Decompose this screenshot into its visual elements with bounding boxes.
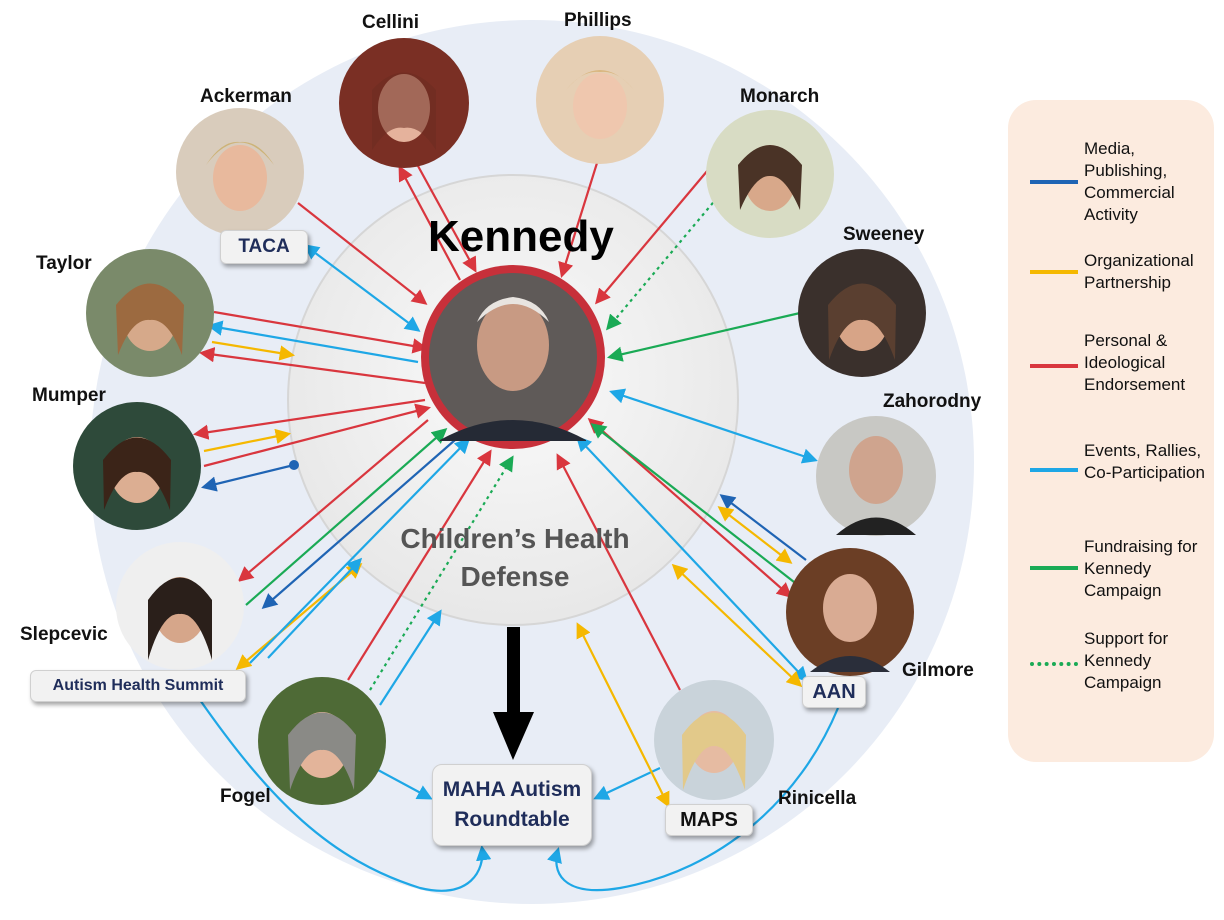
avatar-gilmore: [786, 548, 914, 676]
legend-swatch: [1030, 566, 1078, 570]
legend-swatch-dotted: [1030, 662, 1078, 666]
org-maps: MAPS: [665, 804, 753, 836]
avatar-fogel: [258, 677, 386, 805]
connection-lines: [192, 162, 840, 892]
chd-to-maha-arrow-shaft: [507, 627, 520, 717]
avatar-sweeney: [798, 249, 926, 377]
name-sweeney: Sweeney: [843, 224, 925, 245]
legend-label: Media, Publishing, Commercial Activity: [1084, 139, 1175, 224]
org-autism-health-summit: Autism Health Summit: [30, 670, 246, 702]
avatar-zahorodny: [816, 416, 936, 536]
legend-label: Personal & Ideological Endorsement: [1084, 331, 1186, 394]
name-zahorodny: Zahorodny: [883, 391, 982, 412]
org-taca: TACA: [220, 230, 308, 264]
kennedy-title: Kennedy: [428, 212, 614, 261]
legend-swatch: [1030, 364, 1078, 368]
legend-swatch: [1030, 180, 1078, 184]
legend-label: Organizational Partnership: [1084, 251, 1194, 292]
avatar-ackerman: [176, 108, 304, 236]
center-org-label: Children’s Health Defense: [400, 523, 630, 592]
org-aan: AAN: [802, 676, 866, 708]
legend-label: Support for Kennedy Campaign: [1084, 629, 1169, 692]
media-origin-dot: [289, 460, 299, 470]
avatar-taylor: [86, 249, 214, 377]
name-cellini: Cellini: [362, 12, 420, 33]
name-taylor: Taylor: [36, 253, 92, 274]
legend: Media, Publishing, Commercial Activity O…: [1008, 100, 1214, 762]
legend-swatch: [1030, 468, 1078, 472]
name-rinicella: Rinicella: [778, 788, 857, 809]
legend-swatch: [1030, 270, 1078, 274]
avatar-cellini: [339, 38, 469, 168]
avatar-rinicella: [654, 680, 774, 800]
legend-label: Events, Rallies, Co-Participation: [1084, 441, 1205, 482]
name-monarch: Monarch: [740, 86, 820, 107]
name-mumper: Mumper: [32, 385, 106, 406]
avatar-monarch: [706, 110, 834, 238]
name-gilmore: Gilmore: [902, 660, 974, 681]
kennedy-portrait: [421, 265, 605, 449]
name-fogel: Fogel: [220, 786, 271, 807]
name-ackerman: Ackerman: [200, 86, 292, 107]
avatar-phillips: [536, 36, 664, 164]
name-slepcevic: Slepcevic: [20, 624, 108, 645]
legend-label: Fundraising for Kennedy Campaign: [1084, 537, 1198, 600]
org-maha-autism-roundtable: MAHA Autism Roundtable: [432, 764, 592, 846]
avatar-mumper: [73, 402, 201, 530]
avatar-slepcevic: [116, 542, 244, 670]
name-phillips: Phillips: [564, 10, 632, 31]
chd-to-maha-arrow-head: [493, 712, 534, 760]
